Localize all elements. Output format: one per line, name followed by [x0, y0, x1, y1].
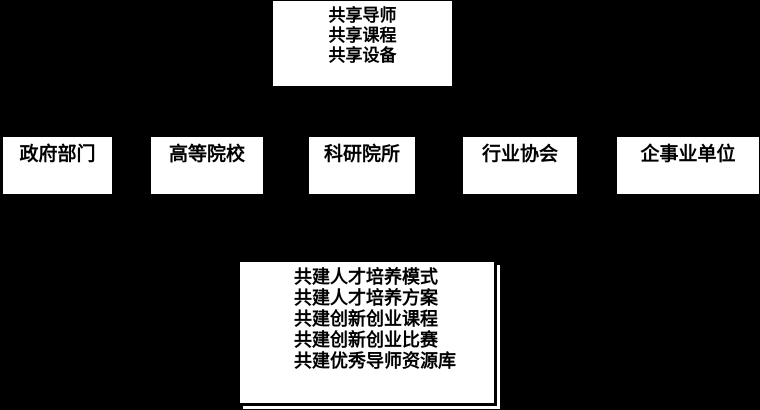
shared-resources-box: 共享导师 共享课程 共享设备 — [273, 1, 452, 86]
co-build-talent-plan-text: 共建人才培养方案 — [294, 288, 438, 308]
enterprises-institutions-label: 企事业单位 — [640, 144, 736, 165]
research-institutes-box: 科研院所 — [309, 137, 415, 194]
government-departments-box: 政府部门 — [3, 137, 112, 194]
industry-associations-label: 行业协会 — [481, 144, 558, 165]
higher-education-label: 高等院校 — [168, 144, 245, 165]
co-build-outcomes-box: 共建人才培养模式 共建人才培养方案 共建创新创业课程 共建创新创业比赛 共建优秀… — [240, 262, 497, 406]
shared-courses-text: 共享课程 — [328, 26, 397, 45]
higher-education-box: 高等院校 — [151, 137, 263, 194]
industry-associations-box: 行业协会 — [463, 137, 577, 194]
co-build-innovation-contest-text: 共建创新创业比赛 — [294, 330, 438, 350]
co-build-innovation-courses-text: 共建创新创业课程 — [294, 309, 438, 329]
enterprises-institutions-box: 企事业单位 — [617, 137, 759, 194]
government-departments-label: 政府部门 — [19, 144, 96, 165]
co-build-mentor-pool-text: 共建优秀导师资源库 — [294, 351, 456, 371]
co-build-talent-model-text: 共建人才培养模式 — [294, 267, 438, 287]
shared-equipment-text: 共享设备 — [328, 46, 397, 65]
research-institutes-label: 科研院所 — [323, 144, 400, 165]
shared-mentors-text: 共享导师 — [328, 6, 397, 25]
